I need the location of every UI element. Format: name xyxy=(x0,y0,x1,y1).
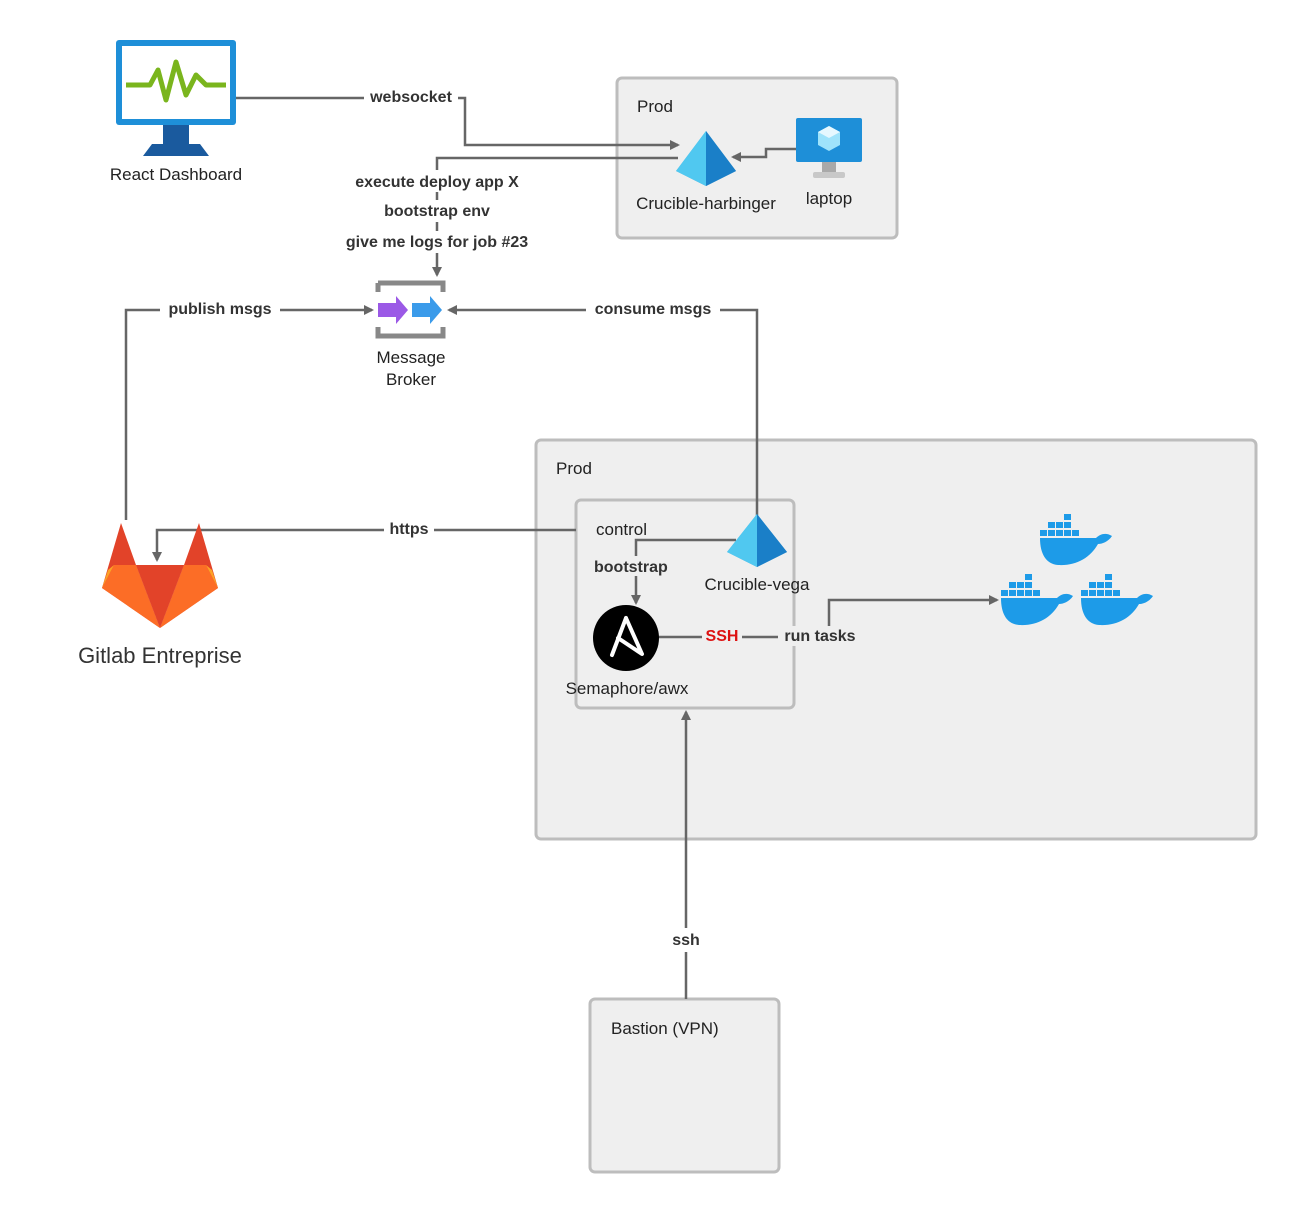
edge-run-tasks-label: run tasks xyxy=(784,628,855,645)
edge-ssh-upper-bg xyxy=(702,626,742,646)
edge-run-tasks-bg xyxy=(778,626,860,646)
edge-consume-label: consume msgs xyxy=(595,301,712,318)
edge-websocket-bg xyxy=(364,86,458,108)
react-dashboard-label: React Dashboard xyxy=(110,165,242,184)
edge-consume-bg xyxy=(586,298,720,320)
azure-ad-icon xyxy=(727,514,787,567)
cmd-logs-bg xyxy=(332,231,542,253)
docker-icon xyxy=(1001,574,1073,626)
laptop-label: laptop xyxy=(806,189,852,208)
cmd-bootstrap-bg xyxy=(374,200,500,222)
edge-laptop-harbinger xyxy=(731,147,796,162)
edge-publish-bg xyxy=(160,298,280,320)
edge-https xyxy=(152,528,576,562)
message-broker-label-1: Message xyxy=(377,348,446,367)
ansible-icon xyxy=(593,605,659,671)
edge-bootstrap-bg xyxy=(592,556,680,576)
monitor-icon xyxy=(116,40,236,156)
message-broker-icon xyxy=(375,280,446,339)
cmd-logs-label: give me logs for job #23 xyxy=(346,234,528,251)
edge-publish-label: publish msgs xyxy=(168,301,271,318)
edge-run-tasks xyxy=(659,595,999,639)
crucible-vega-label: Crucible-vega xyxy=(705,575,810,594)
crucible-harbinger-label: Crucible-harbinger xyxy=(636,194,776,213)
edge-control xyxy=(631,538,736,605)
edge-ssh-bg xyxy=(666,928,706,952)
gitlab-label: Gitlab Entreprise xyxy=(78,643,242,668)
edge-publish xyxy=(124,305,374,520)
message-broker-label-2: Broker xyxy=(386,370,436,389)
edge-ssh-upper-label: SSH xyxy=(706,628,739,645)
edge-https-label: https xyxy=(389,521,428,538)
cmd-deploy-label: execute deploy app X xyxy=(355,174,519,191)
edge-websocket-label: websocket xyxy=(369,89,452,106)
edge-websocket xyxy=(236,96,680,150)
cmd-bootstrap-label: bootstrap env xyxy=(384,203,490,220)
azure-ad-icon xyxy=(676,131,736,186)
docker-icon xyxy=(1040,514,1112,566)
edge-https-bg xyxy=(384,518,434,540)
gitlab-icon xyxy=(102,523,218,628)
edge-consume xyxy=(447,305,759,516)
edge-ssh-label: ssh xyxy=(672,932,700,949)
prod-main-label: Prod xyxy=(556,459,592,478)
prod-top-label: Prod xyxy=(637,97,673,116)
cmd-deploy-bg xyxy=(340,170,534,192)
bastion-group xyxy=(588,997,781,1174)
docker-icon xyxy=(1081,574,1153,626)
edge-control-label: control xyxy=(596,520,647,539)
vm-laptop-icon xyxy=(796,118,862,178)
edge-bootstrap-label: bootstrap xyxy=(594,559,668,576)
bastion-label: Bastion (VPN) xyxy=(611,1019,719,1038)
semaphore-label: Semaphore/awx xyxy=(566,679,689,698)
